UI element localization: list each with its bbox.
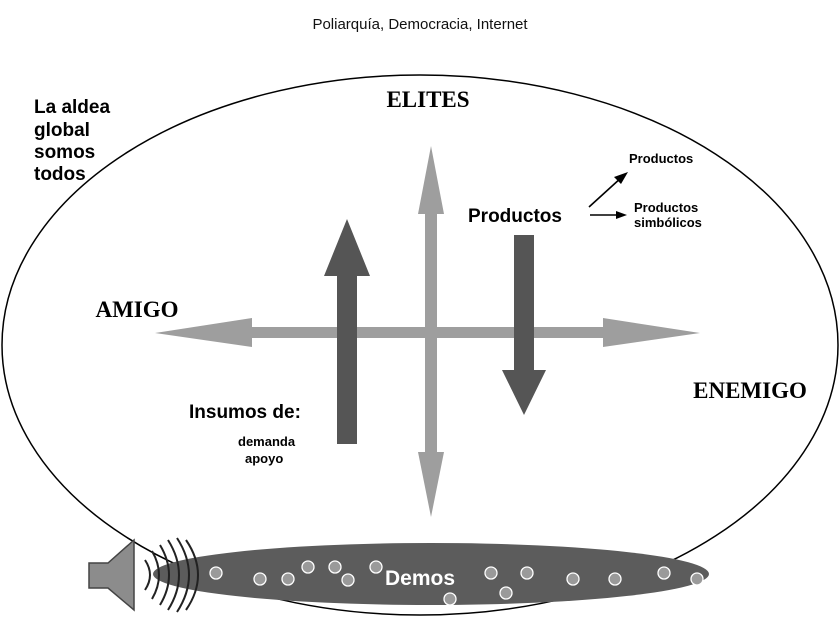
citizen-dot [657,566,671,580]
inputs-item: demanda [238,434,296,449]
citizen-dot [608,572,622,586]
enemigo-label: ENEMIGO [693,378,807,403]
sound-wave [151,550,160,600]
inputs-label: Insumos de: [189,402,301,423]
citizen-dot [520,566,534,580]
outputs-branch-lower-label: simbólicos [634,215,702,230]
amigo-label: AMIGO [95,297,178,322]
citizen-dot [328,560,342,574]
world-label-line: todos [34,164,86,185]
outputs-branch-upper-line [588,176,623,208]
sound-wave [159,544,170,606]
outputs-branch-lower-label: Productos [634,200,698,215]
demos-ellipse [153,543,709,605]
citizen-dot [281,572,295,586]
world-label: La aldea global somos todos [34,97,110,185]
outputs-branch-lower-arrowhead [616,211,627,219]
demos-label: Demos [385,567,455,590]
elites-label: ELITES [386,87,469,112]
speaker-icon [88,537,199,613]
world-label-line: La aldea [34,97,110,118]
demos-dots [209,560,704,606]
vertical-axis-arrow [418,146,444,517]
citizen-dot [341,573,355,587]
citizen-dot [566,572,580,586]
speaker-body [88,538,135,612]
inputs-item: apoyo [245,451,283,466]
sound-wave [167,539,180,611]
citizen-dot [253,572,267,586]
citizen-dot [369,560,383,574]
world-label-line: somos [34,142,95,163]
citizen-dot [209,566,223,580]
outputs-label: Productos [468,206,562,227]
world-label-line: global [34,120,90,141]
sound-wave [176,537,190,613]
diagram-title: Poliarquía, Democracia, Internet [312,16,528,33]
citizen-dot [443,592,457,606]
outputs-branch-upper-label: Productos [629,151,693,166]
outputs-down-arrow [502,235,546,415]
sound-wave [144,559,151,591]
outputs-branch-upper-arrowhead [614,172,628,184]
inputs-up-arrow [324,219,370,444]
citizen-dot [301,560,315,574]
citizen-dot [690,572,704,586]
sound-wave [185,539,199,611]
citizen-dot [499,586,513,600]
world-ellipse [1,74,839,616]
citizen-dot [484,566,498,580]
